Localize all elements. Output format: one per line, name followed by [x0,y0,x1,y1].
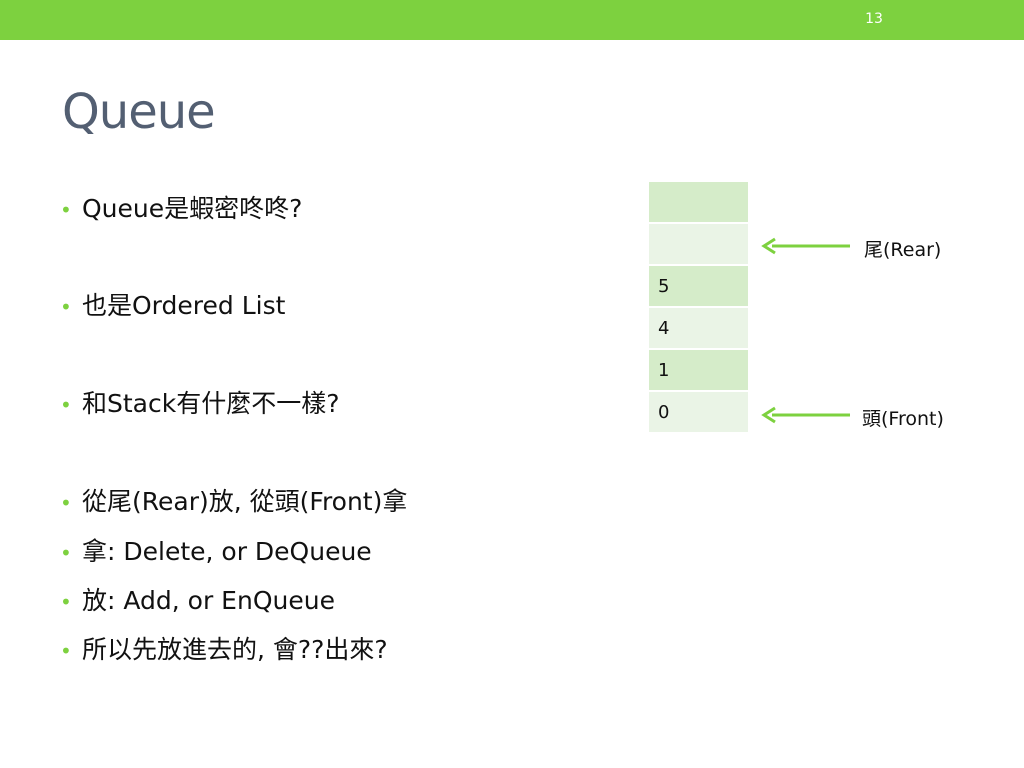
bullet-item: • Queue是蝦密咚咚? [60,189,302,225]
bullet-dot-icon: • [60,491,72,515]
queue-row: 1 [649,348,748,391]
rear-arrow-icon [761,237,850,255]
queue-table: 5 4 1 0 [649,182,748,432]
bullet-dot-icon: • [60,198,72,222]
bullet-item: • 也是Ordered List [60,286,285,322]
queue-row [649,182,748,223]
bullet-dot-icon: • [60,541,72,565]
bullet-item: • 所以先放進去的, 會??出來? [60,630,388,666]
queue-row [649,222,748,265]
bullet-item: • 從尾(Rear)放, 從頭(Front)拿 [60,482,407,518]
bullet-dot-icon: • [60,639,72,663]
bullet-item: • 放: Add, or EnQueue [60,581,335,617]
bullet-dot-icon: • [60,393,72,417]
bullet-text: Queue是蝦密咚咚? [82,194,303,223]
bullet-text: 拿: Delete, or DeQueue [82,537,372,566]
front-label: 頭(Front) [862,408,944,430]
bullet-text: 也是Ordered List [82,291,286,320]
slide-title: Queue [62,84,216,140]
header-bar: 13 [0,0,1024,40]
queue-cell: 1 [649,348,748,391]
queue-row: 0 [649,390,748,432]
queue-cell: 4 [649,306,748,349]
bullet-dot-icon: • [60,590,72,614]
bullet-text: 所以先放進去的, 會??出來? [82,635,388,664]
front-arrow-icon [761,406,850,424]
queue-cell [649,182,748,223]
bullet-dot-icon: • [60,295,72,319]
bullet-text: 放: Add, or EnQueue [82,586,335,615]
queue-cell: 0 [649,390,748,432]
rear-label: 尾(Rear) [864,239,942,261]
slide-number: 13 [865,11,883,27]
queue-row: 4 [649,306,748,349]
queue-cell [649,222,748,265]
bullet-item: • 和Stack有什麼不一樣? [60,384,339,420]
bullet-text: 和Stack有什麼不一樣? [82,389,340,418]
bullet-text: 從尾(Rear)放, 從頭(Front)拿 [82,487,408,516]
bullet-item: • 拿: Delete, or DeQueue [60,532,372,568]
queue-cell: 5 [649,264,748,307]
queue-row: 5 [649,264,748,307]
